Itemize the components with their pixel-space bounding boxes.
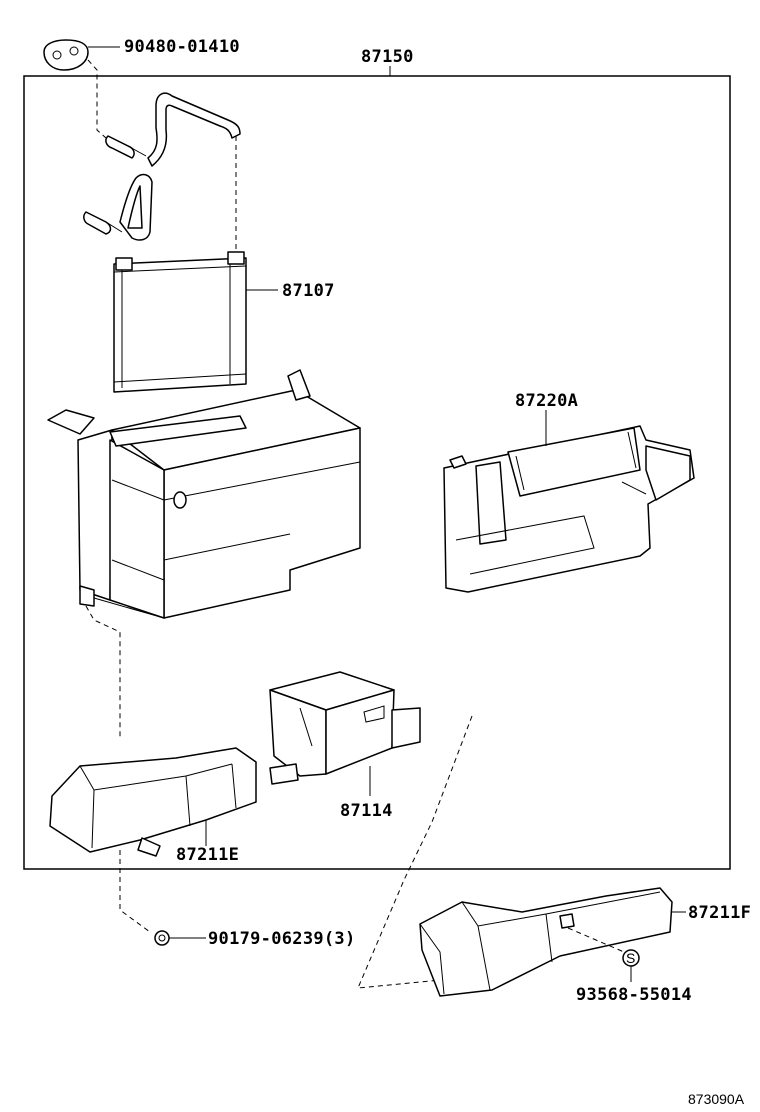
blower-duct	[269, 671, 421, 796]
heater-core	[113, 251, 278, 393]
grommet-part	[43, 39, 120, 71]
case-right	[443, 410, 695, 593]
label-87107: 87107	[282, 281, 335, 301]
label-90480-01410: 90480-01410	[124, 37, 240, 57]
heater-pipe-lower	[83, 173, 153, 241]
label-87220A: 87220A	[515, 391, 578, 411]
label-87211E: 87211E	[176, 845, 239, 865]
duct-right	[419, 887, 686, 997]
label-87211F: 87211F	[688, 903, 751, 923]
label-87150: 87150	[361, 47, 414, 67]
label-87114: 87114	[340, 801, 393, 821]
duct-left	[49, 747, 257, 857]
heater-pipe-upper	[105, 92, 241, 167]
nut-part	[154, 930, 206, 946]
heater-case	[47, 369, 361, 619]
screw-part: S	[622, 949, 640, 982]
label-93568-55014: 93568-55014	[576, 985, 692, 1005]
label-90179-06239: 90179-06239(3)	[208, 929, 356, 949]
assembly-box	[23, 75, 731, 870]
illustration-code: 873090A	[688, 1091, 745, 1107]
screw-mark: S	[626, 950, 635, 966]
